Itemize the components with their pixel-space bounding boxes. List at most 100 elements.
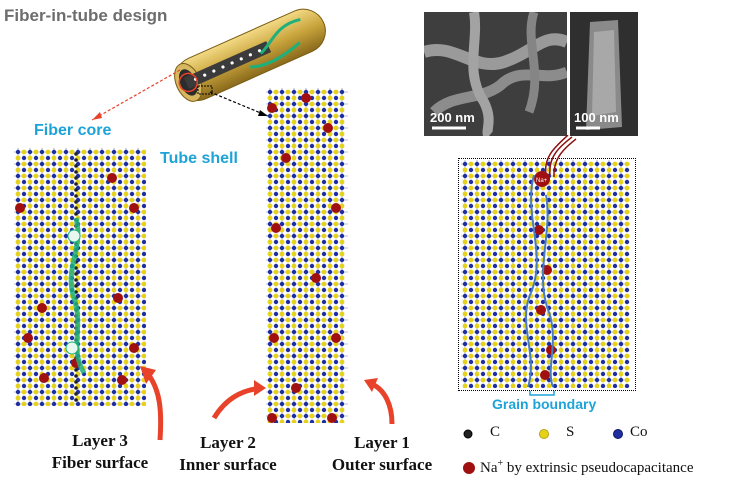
co-atom <box>81 179 87 185</box>
co-atom <box>291 173 297 179</box>
s-atom <box>315 131 321 137</box>
s-atom <box>612 233 618 239</box>
co-atom <box>600 215 606 221</box>
co-atom <box>558 353 564 359</box>
s-atom <box>600 353 606 359</box>
co-atom <box>624 239 630 245</box>
s-atom <box>462 335 468 341</box>
s-atom <box>594 227 600 233</box>
co-atom <box>99 149 105 155</box>
s-atom <box>123 227 129 233</box>
co-atom <box>99 305 105 311</box>
co-atom <box>474 185 480 191</box>
co-atom <box>135 389 141 395</box>
s-atom <box>333 197 339 203</box>
co-atom <box>462 173 468 179</box>
s-atom <box>87 227 93 233</box>
co-atom <box>279 365 285 371</box>
s-atom <box>612 269 618 275</box>
s-atom <box>576 341 582 347</box>
co-atom <box>462 305 468 311</box>
s-atom <box>327 275 333 281</box>
co-atom <box>105 383 111 389</box>
co-atom <box>105 299 111 305</box>
co-atom <box>552 287 558 293</box>
s-atom <box>546 275 552 281</box>
co-atom <box>339 125 345 131</box>
co-atom <box>333 95 339 101</box>
s-atom <box>558 359 564 365</box>
co-atom <box>516 191 522 197</box>
co-atom <box>27 221 33 227</box>
s-atom <box>63 239 69 245</box>
s-atom <box>339 251 345 257</box>
s-atom <box>273 281 279 287</box>
s-atom <box>45 245 51 251</box>
s-atom <box>552 233 558 239</box>
co-atom <box>564 299 570 305</box>
co-atom <box>486 365 492 371</box>
co-atom <box>576 275 582 281</box>
co-atom <box>303 281 309 287</box>
s-atom <box>105 161 111 167</box>
s-atom <box>285 401 291 407</box>
s-atom <box>51 311 57 317</box>
co-atom <box>285 251 291 257</box>
co-atom <box>600 311 606 317</box>
s-atom <box>492 185 498 191</box>
co-atom <box>93 287 99 293</box>
s-atom <box>93 245 99 251</box>
s-atom <box>273 293 279 299</box>
c-atom <box>74 278 78 282</box>
s-atom <box>558 263 564 269</box>
co-atom <box>111 257 117 263</box>
s-atom <box>93 293 99 299</box>
s-atom <box>510 227 516 233</box>
s-atom <box>93 269 99 275</box>
co-atom <box>297 143 303 149</box>
co-atom <box>135 233 141 239</box>
s-atom <box>57 233 63 239</box>
s-atom <box>474 191 480 197</box>
co-atom <box>267 221 273 227</box>
co-atom <box>600 227 606 233</box>
s-atom <box>279 119 285 125</box>
s-atom <box>123 251 129 257</box>
co-atom <box>111 365 117 371</box>
s-atom <box>51 155 57 161</box>
co-atom <box>51 365 57 371</box>
co-atom <box>45 239 51 245</box>
s-atom <box>582 167 588 173</box>
s-atom <box>141 341 146 347</box>
co-atom <box>117 275 123 281</box>
co-atom <box>21 167 27 173</box>
s-atom <box>81 245 87 251</box>
s-atom <box>117 209 123 215</box>
co-atom <box>81 275 87 281</box>
s-atom <box>27 359 33 365</box>
co-atom <box>267 377 273 383</box>
co-atom <box>558 341 564 347</box>
co-atom <box>87 149 93 155</box>
co-atom <box>87 221 93 227</box>
s-atom <box>618 323 624 329</box>
co-atom <box>594 257 600 263</box>
s-atom <box>510 311 516 317</box>
co-atom <box>618 317 624 323</box>
s-atom <box>267 359 273 365</box>
co-atom <box>141 179 146 185</box>
s-atom <box>546 191 552 197</box>
co-atom <box>309 191 315 197</box>
s-atom <box>117 329 123 335</box>
co-atom <box>285 167 291 173</box>
co-atom <box>273 155 279 161</box>
s-atom <box>600 293 606 299</box>
c-atom <box>74 164 78 168</box>
co-atom <box>93 203 99 209</box>
s-atom <box>582 299 588 305</box>
s-atom <box>618 335 624 341</box>
sem1-scale-label: 200 nm <box>430 110 475 125</box>
s-atom <box>576 293 582 299</box>
s-atom <box>303 407 309 413</box>
s-atom <box>279 335 285 341</box>
